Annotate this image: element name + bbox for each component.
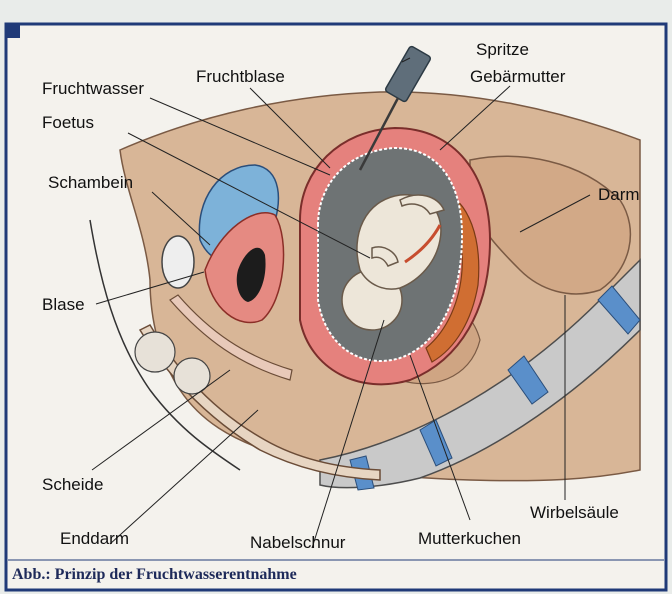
label-wirbelsaeule: Wirbelsäule <box>530 503 619 522</box>
label-schambein: Schambein <box>48 173 133 192</box>
figure-caption: Abb.: Prinzip der Fruchtwasserentnahme <box>12 566 297 584</box>
label-foetus: Foetus <box>42 113 94 132</box>
label-nabelschnur: Nabelschnur <box>250 533 346 552</box>
anal-sphincter <box>135 332 175 372</box>
label-blase: Blase <box>42 295 85 314</box>
label-fruchtwasser: Fruchtwasser <box>42 79 144 98</box>
label-fruchtblase: Fruchtblase <box>196 67 285 86</box>
label-gebaermutter: Gebärmutter <box>470 67 566 86</box>
frame-corner-mark <box>6 24 20 38</box>
label-mutterkuchen: Mutterkuchen <box>418 529 521 548</box>
label-darm: Darm <box>598 185 640 204</box>
label-spritze: Spritze <box>476 40 529 59</box>
label-enddarm: Enddarm <box>60 529 129 548</box>
label-scheide: Scheide <box>42 475 103 494</box>
